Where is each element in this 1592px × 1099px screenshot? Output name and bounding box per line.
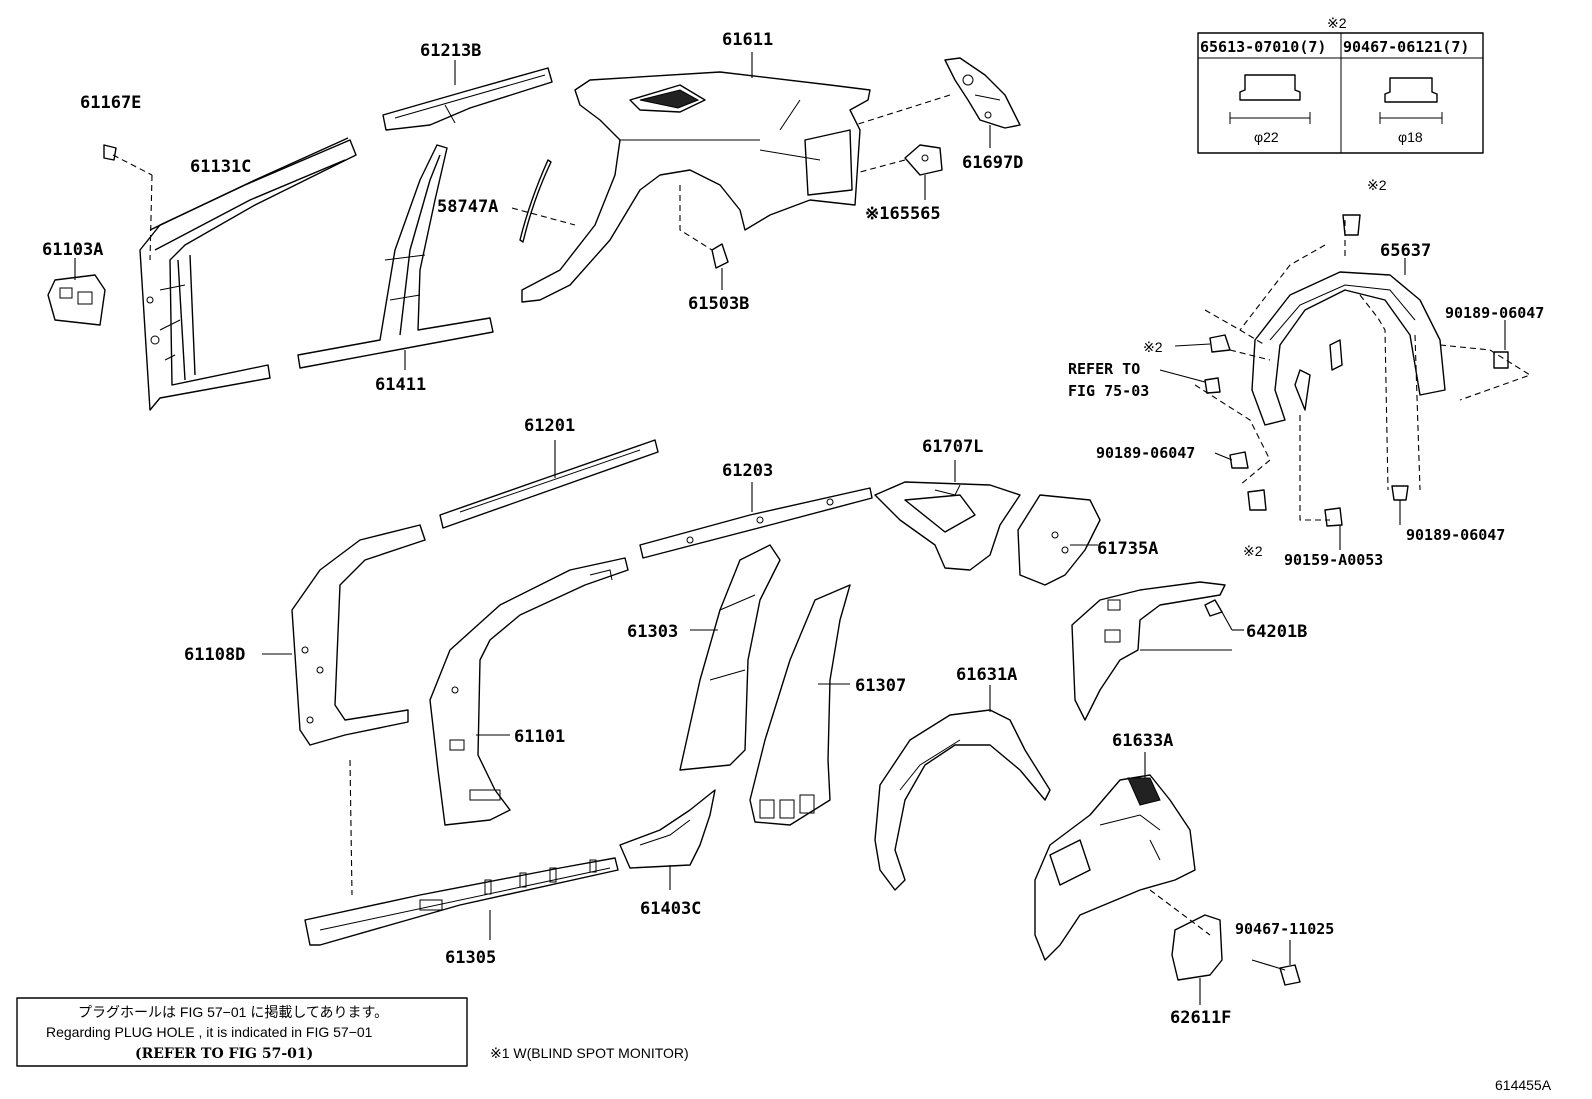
part-61707l-drawing (874, 460, 1021, 571)
mark-2-top: ※2 (1367, 177, 1387, 193)
label-61201: 61201 (524, 416, 575, 436)
table-col1-dim: φ22 (1254, 129, 1279, 145)
label-61103a: 61103A (42, 240, 103, 260)
mark-2-bottom: ※2 (1243, 543, 1263, 559)
label-61108d: 61108D (184, 645, 245, 665)
part-61503b-drawing (679, 185, 729, 290)
part-61631a-drawing (874, 685, 1051, 891)
part-61108d-drawing (262, 524, 426, 896)
part-61167e-drawing (103, 144, 153, 261)
part-61101-drawing (429, 557, 629, 826)
label-90189-06047-left: 90189-06047 (1096, 444, 1195, 462)
label-61411: 61411 (375, 375, 426, 395)
label-61697d: 61697D (962, 153, 1023, 173)
fastener-table-box (1197, 32, 1484, 154)
diagram-id: 614455A (1495, 1077, 1552, 1093)
label-61167e: 61167E (80, 93, 141, 113)
table-col1-part: 65613-07010(7) (1200, 38, 1326, 56)
part-61611-drawing (521, 52, 871, 303)
label-61131c: 61131C (190, 157, 251, 177)
label-90189-06047-right: 90189-06047 (1445, 304, 1544, 322)
refer-line-2: FIG 75-03 (1068, 382, 1149, 400)
footnote: ※1 W(BLIND SPOT MONITOR) (490, 1045, 689, 1061)
part-61403c-drawing (619, 789, 716, 890)
part-61103a-drawing (47, 258, 106, 326)
refer-line-1: REFER TO (1068, 360, 1140, 378)
part-58747a-drawing (511, 159, 576, 243)
label-61101: 61101 (514, 727, 565, 747)
label-61307: 61307 (855, 676, 906, 696)
note-line-3: (REFER TO FIG 57-01) (135, 1046, 313, 1062)
part-61213b-drawing (382, 60, 553, 131)
label-90159-a0053: 90159-A0053 (1284, 551, 1383, 569)
label-65637: 65637 (1380, 241, 1431, 261)
part-61203-drawing (639, 482, 873, 559)
label-61213b: 61213B (420, 41, 481, 61)
label-90189-06047-bottom: 90189-06047 (1406, 526, 1505, 544)
label-61303: 61303 (627, 622, 678, 642)
label-61631a: 61631A (956, 665, 1017, 685)
label-61735a: 61735A (1097, 539, 1158, 559)
part-65565-drawing (859, 144, 943, 200)
label-61403c: 61403C (640, 899, 701, 919)
label-61503b: 61503B (688, 294, 749, 314)
part-61411-drawing (297, 144, 494, 370)
part-61303-drawing (679, 544, 781, 771)
part-61131c-drawing (139, 137, 357, 411)
label-61305: 61305 (445, 948, 496, 968)
part-62611f-drawing (1171, 914, 1301, 1005)
part-61735a-drawing (1017, 494, 1101, 586)
table-col2-part: 90467-06121(7) (1343, 38, 1469, 56)
part-61305-drawing (304, 857, 619, 946)
table-mark: ※2 (1327, 15, 1347, 31)
label-64201b: 64201B (1246, 622, 1307, 642)
table-col2-dim: φ18 (1398, 129, 1423, 145)
label-61611: 61611 (722, 30, 773, 50)
label-61203: 61203 (722, 461, 773, 481)
mark-2-left: ※2 (1143, 339, 1163, 355)
label-90467-11025: 90467-11025 (1235, 920, 1334, 938)
label-61707l: 61707L (922, 437, 983, 457)
part-61307-drawing (749, 584, 851, 826)
part-65637-drawing (1174, 214, 1532, 550)
note-line-1: プラグホールは FIG 57−01 に掲載してあります。 (78, 1004, 388, 1020)
label-62611f: 62611F (1170, 1008, 1231, 1028)
part-61201-drawing (439, 439, 659, 529)
note-box (16, 997, 468, 1067)
label-61633a: 61633A (1112, 731, 1173, 751)
note-line-2: Regarding PLUG HOLE , it is indicated in… (46, 1024, 373, 1040)
part-64201b-drawing (1071, 581, 1244, 721)
label-58747a: 58747A (437, 197, 498, 217)
label-65565: ※165565 (865, 204, 941, 224)
part-61633a-drawing (1034, 752, 1211, 961)
part-61697d-drawing (854, 57, 1021, 148)
